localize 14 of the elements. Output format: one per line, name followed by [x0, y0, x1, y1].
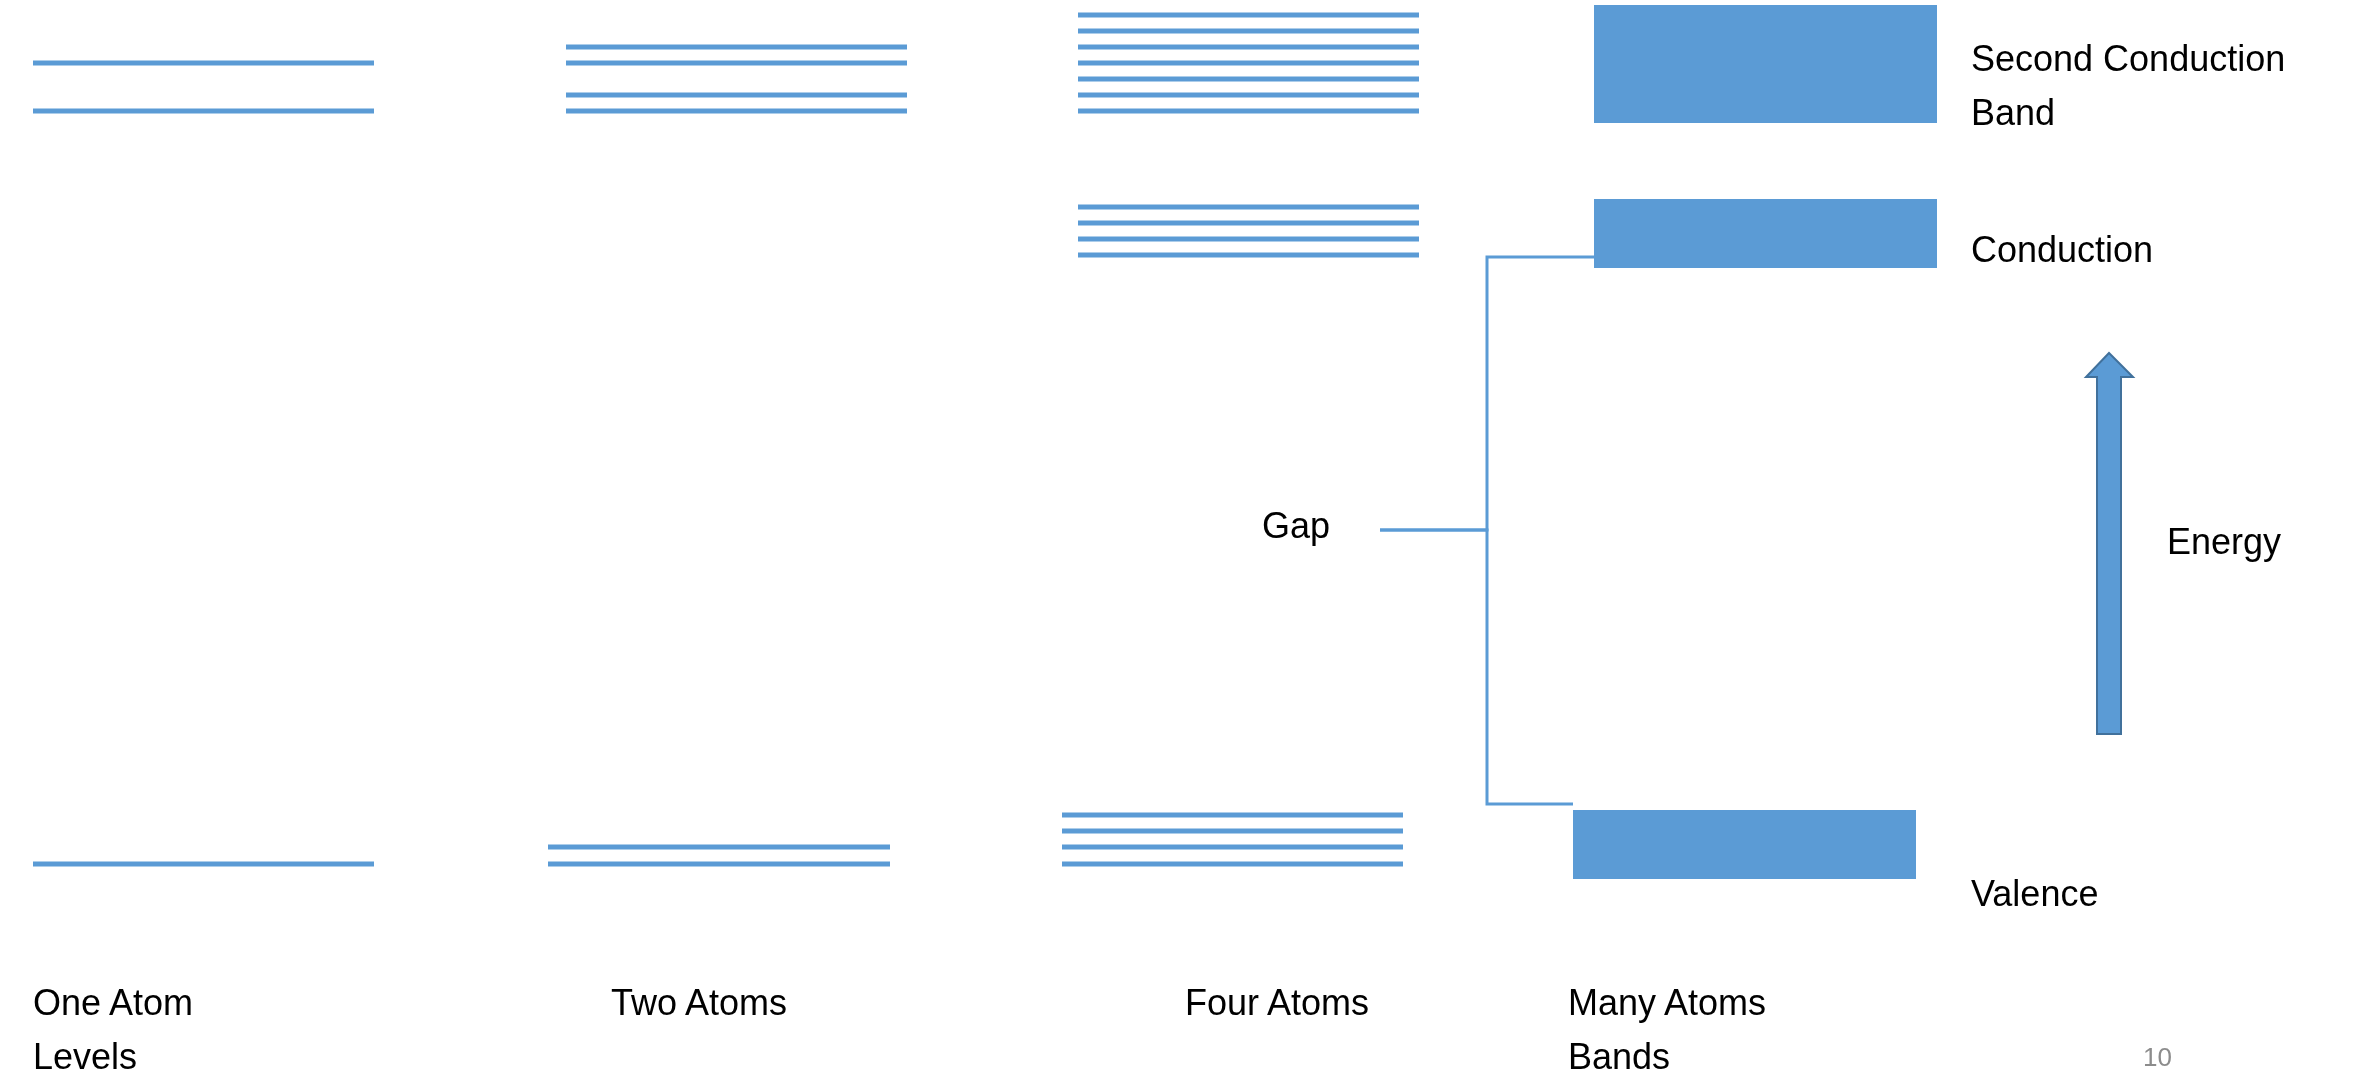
column-label: One Atom Levels — [33, 981, 195, 1079]
page-number: 10 — [2143, 1041, 2172, 1074]
column-label: Four Atoms — [1185, 981, 1370, 1025]
energy-band — [1573, 810, 1916, 879]
gap-label: Gap — [1262, 505, 1331, 546]
energy-band — [1594, 199, 1937, 268]
column-label: Many Atoms Bands — [1568, 981, 1768, 1079]
band-label: Second Conduction Band — [1971, 37, 2287, 135]
band-label: Conduction — [1971, 228, 2154, 272]
column-label: Two Atoms — [611, 981, 788, 1025]
energy-band — [1594, 5, 1937, 123]
axis-label: Energy — [2167, 520, 2282, 564]
band-label: Valence — [1971, 872, 2099, 916]
bracket-line — [1380, 528, 1573, 806]
